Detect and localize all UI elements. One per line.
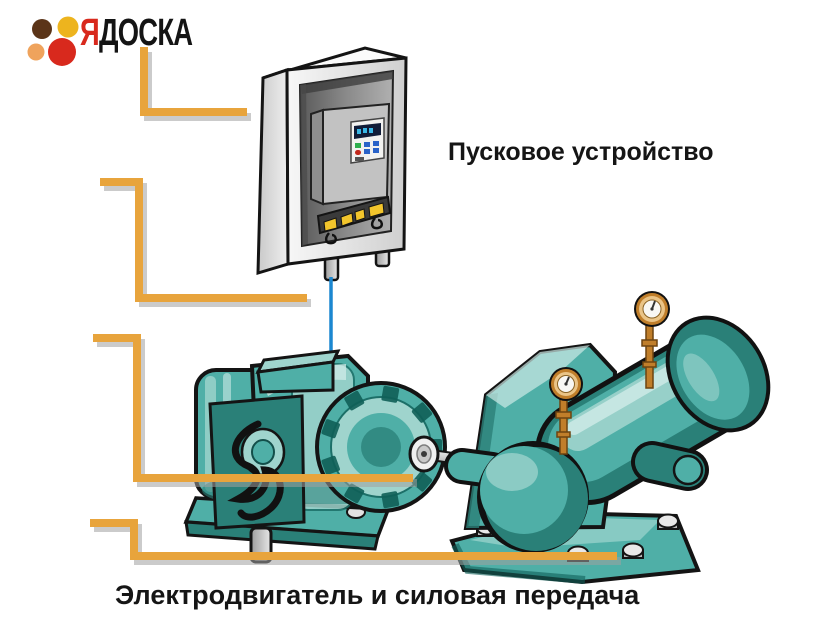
callout-line-1 bbox=[140, 47, 247, 116]
pump-volute bbox=[477, 441, 589, 553]
logo-dot-red bbox=[48, 38, 76, 66]
pump bbox=[444, 291, 771, 585]
base-bolt bbox=[657, 513, 679, 530]
button-bar bbox=[355, 157, 364, 161]
pressure-gauge-2 bbox=[634, 291, 670, 389]
logo-dot-peach bbox=[27, 43, 45, 61]
base-bolt bbox=[622, 542, 644, 559]
callout-line-2 bbox=[100, 178, 307, 302]
button-red bbox=[355, 150, 361, 155]
logo-dot-brown bbox=[32, 19, 52, 39]
logo-mark bbox=[27, 16, 79, 66]
display-digit bbox=[369, 128, 373, 133]
button-blue bbox=[373, 141, 379, 146]
junction-box bbox=[255, 349, 341, 394]
gauge-stem bbox=[645, 323, 654, 389]
label-motor-transmission: Электродвигатель и силовая передача bbox=[115, 580, 640, 610]
logo-text: ЯДОСКА bbox=[80, 12, 193, 55]
logo-letter-accent: Я bbox=[80, 12, 100, 54]
wire-clip-icon bbox=[370, 217, 383, 230]
interior-shadow bbox=[300, 71, 393, 94]
vfd-unit bbox=[310, 102, 391, 206]
pressure-gauge-1 bbox=[549, 367, 583, 455]
motor-cable-squiggle bbox=[227, 420, 284, 521]
motor-base-skirt bbox=[184, 520, 380, 551]
button-blue bbox=[364, 149, 370, 154]
button-blue bbox=[373, 148, 379, 153]
vfd-display bbox=[354, 123, 381, 139]
electric-motor bbox=[183, 349, 447, 564]
cabinet-side bbox=[256, 67, 290, 276]
display-digit bbox=[363, 128, 367, 133]
callout-line-4 bbox=[90, 519, 617, 560]
label-starter-device: Пусковое устройство bbox=[448, 138, 714, 166]
terminal-pad bbox=[354, 208, 366, 222]
terminal-pad bbox=[368, 202, 385, 218]
terminal-pad bbox=[323, 217, 338, 232]
display-digit bbox=[357, 129, 361, 134]
callout-brackets bbox=[90, 47, 617, 560]
vfd-buttons bbox=[355, 141, 379, 161]
logo-letters-rest: ДОСКА bbox=[98, 12, 193, 54]
gauge-stem bbox=[559, 397, 568, 455]
callout-line-3 bbox=[93, 334, 413, 482]
button-green bbox=[355, 143, 361, 148]
wire-clip-icon bbox=[324, 232, 337, 245]
logo-dot-yellow bbox=[57, 16, 79, 38]
pump-outlet-stub bbox=[631, 441, 709, 491]
pump-barrel-cap bbox=[665, 315, 771, 433]
button-blue bbox=[364, 142, 370, 147]
starter-cabinet bbox=[256, 46, 408, 282]
interior-shadow bbox=[300, 84, 308, 246]
motor-terminal-panel bbox=[208, 394, 306, 530]
vfd-side bbox=[310, 108, 324, 206]
terminal-strip bbox=[316, 195, 392, 245]
terminal-pad bbox=[340, 212, 354, 227]
